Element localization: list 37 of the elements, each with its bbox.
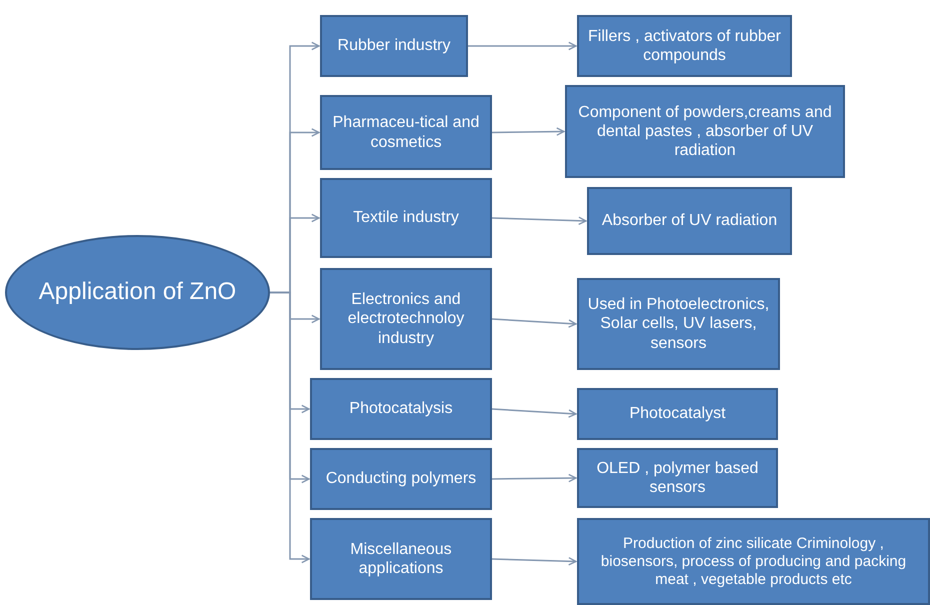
node-label: Rubber industry [338,36,450,56]
process-box [577,15,792,77]
arrow [492,408,577,418]
node-label: Conducting polymers [326,469,476,489]
arrow [492,474,577,482]
node-label: Electronics and electrotechnoloy industry [346,290,466,348]
node-label: OLED , polymer based sensors [596,458,760,498]
arrow [492,127,565,136]
process-box [310,378,492,440]
process-box [577,518,930,605]
process-box [310,518,492,600]
process-box [320,178,492,258]
process-box [320,15,468,77]
node-label: Production of zinc silicate Criminology , biosensors, process of producing and packing meat , vegetable products etc [600,534,908,588]
node-label: Photocatalysis [349,399,453,419]
process-box [310,448,492,510]
arrow [492,216,587,226]
node-label: Absorber of UV radiation [602,211,778,231]
arrow [270,292,310,564]
arrow [492,318,577,328]
process-box [577,388,778,440]
arrow [468,42,577,50]
process-box [587,187,792,255]
process-box [577,278,780,370]
node-label: Pharmaceu-tical and cosmetics [332,113,480,152]
node-label: Component of powders,creams and dental pastes , absorber of UV radiation [577,102,833,160]
process-box [577,448,778,508]
node-label: Miscellaneous applications [349,540,453,578]
node-label: Application of ZnO [38,278,236,307]
process-box [320,268,492,370]
process-box [320,95,492,170]
node-label: Photocatalyst [629,404,726,424]
node-label: Fillers , activators of rubber compounds [587,26,782,66]
node-label: Used in Photoelectronics, Solar cells, UV lasers, sensors [586,295,770,353]
process-box [565,85,845,178]
arrow [492,557,577,566]
node-label: Textile industry [353,208,459,228]
